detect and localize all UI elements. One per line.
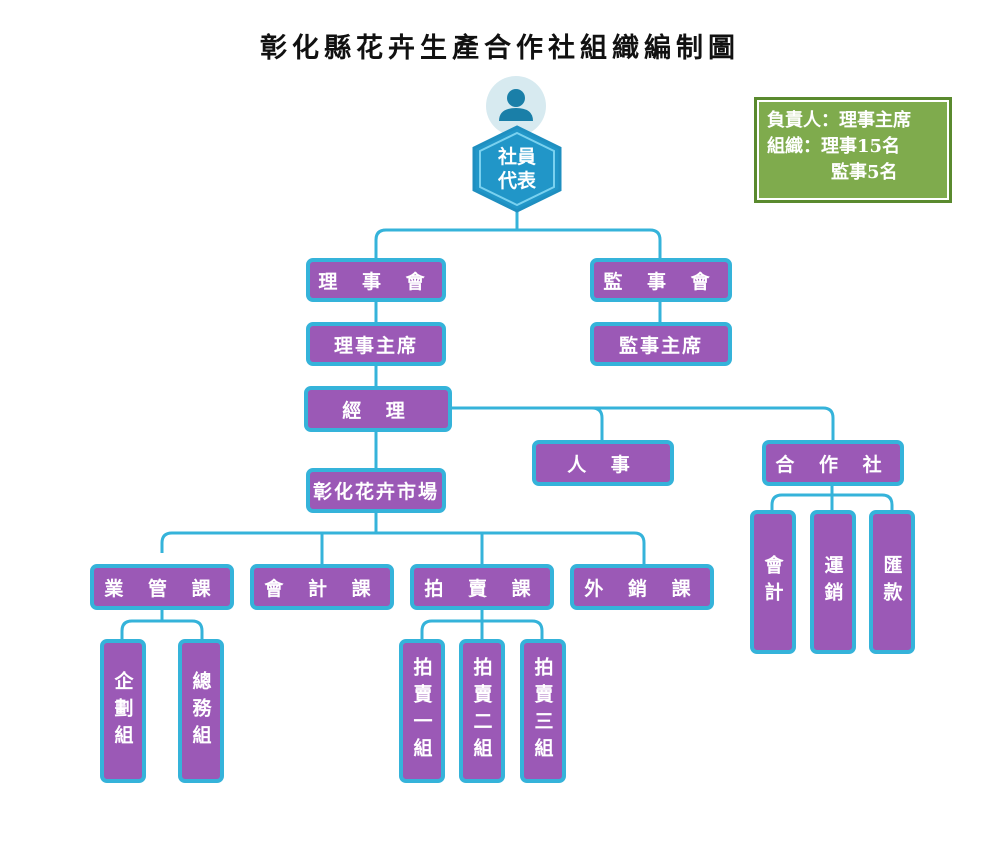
coop-transport-node: 運銷 [810,510,856,654]
connector-business-groups [120,608,204,641]
person-icon [486,76,546,136]
auction-group-2-node: 拍賣二組 [459,639,505,783]
coop-remit-node: 匯款 [869,510,915,654]
legend-line-2: 組織：理事15名 [767,136,901,157]
connector-manager-branch [452,406,835,440]
supervisor-chair-node: 監事主席 [590,322,732,366]
auction-group-1-node: 拍賣一組 [399,639,445,783]
coop-accounting-node: 會計 [750,510,796,654]
accounting-section-node: 會 計 課 [250,564,394,610]
supervisors-node: 監 事 會 [590,258,732,302]
connector-coop-groups [770,486,894,512]
legend-box: 負責人：理事主席 組織：理事15名 監事5名 [754,97,952,203]
market-node: 彰化花卉市場 [306,468,446,513]
manager-node: 經 理 [304,386,452,432]
legend-line-1: 負責人：理事主席 [767,110,911,131]
member-representative-label: 社員 代表 [497,146,536,192]
board-chair-node: 理事主席 [306,322,446,366]
board-node: 理 事 會 [306,258,446,302]
connector-market-branch [160,531,646,564]
connector-auction-groups [420,608,544,641]
page-title: 彰化縣花卉生產合作社組織編制圖 [260,33,740,64]
personnel-node: 人 事 [532,440,674,486]
member-representative-node: 社員 代表 [470,124,564,214]
cooperative-node: 合 作 社 [762,440,904,486]
connector-rep-to-councils [374,210,662,258]
planning-group-node: 企劃組 [100,639,146,783]
auction-group-3-node: 拍賣三組 [520,639,566,783]
general-affairs-group-node: 總務組 [178,639,224,783]
external-sales-section-node: 外 銷 課 [570,564,714,610]
legend-line-3: 監事5名 [831,162,898,183]
business-mgmt-section-node: 業 管 課 [90,564,234,610]
auction-section-node: 拍 賣 課 [410,564,554,610]
